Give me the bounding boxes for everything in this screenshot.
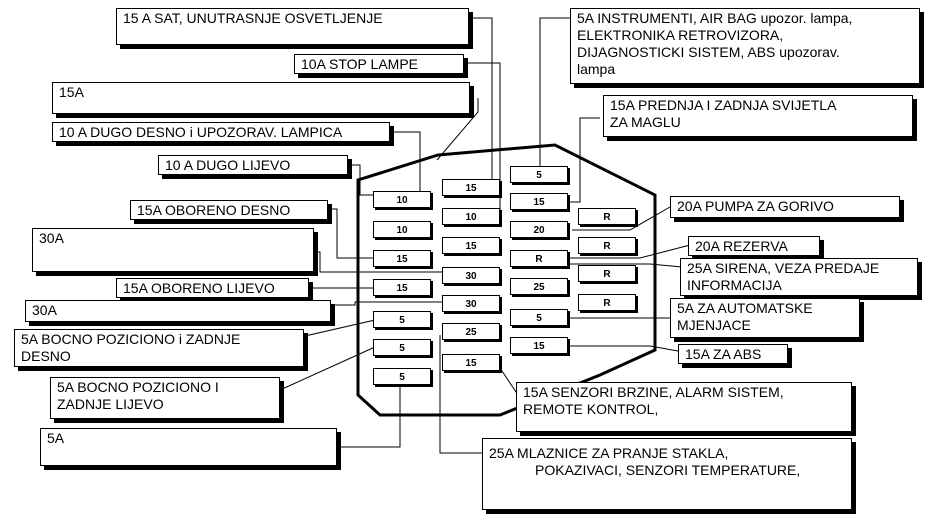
label-abs: 15A ZA ABS: [678, 344, 788, 364]
fuse-f3: 15: [373, 250, 431, 267]
relay-r4: R: [578, 294, 636, 311]
label-oboreno-desno: 15A OBORENO DESNO: [130, 200, 328, 220]
label-stop: 10A STOP LAMPE: [294, 54, 464, 74]
fuse-f8: 15: [442, 179, 500, 196]
fuse-f1: 10: [373, 191, 431, 208]
label-senzori: 15A SENZORI BRZINE, ALARM SISTEM,REMOTE …: [516, 382, 852, 432]
label-dugo-lijevo: 10 A DUGO LIJEVO: [158, 155, 348, 175]
fuse-f18: R: [510, 250, 568, 267]
fuse-f15: 5: [510, 166, 568, 183]
fuse-f17: 20: [510, 221, 568, 238]
fuse-f16: 15: [510, 193, 568, 210]
label-sat: 15 A SAT, UNUTRASNJE OSVETLJENJE: [116, 8, 469, 45]
fuse-f6: 5: [373, 339, 431, 356]
fuse-f21: 15: [510, 337, 568, 354]
label-5a: 5A: [40, 428, 337, 466]
label-30a-1: 30A: [32, 228, 314, 272]
fuse-f19: 25: [510, 278, 568, 295]
label-magla: 15A PREDNJA I ZADNJA SVIJETLA ZA MAGLU: [603, 95, 913, 137]
label-mlaznice: 25A MLAZNICE ZA PRANJE STAKLA,POKAZIVACI…: [482, 438, 852, 510]
fuse-f2: 10: [373, 221, 431, 238]
label-bocno-lijevo: 5A BOCNO POZICIONO I ZADNJE LIJEVO: [50, 377, 280, 419]
fuse-f14: 15: [442, 354, 500, 371]
label-sirena: 25A SIRENA, VEZA PREDAJE INFORMACIJA: [680, 258, 918, 296]
label-rezerva: 20A REZERVA: [688, 236, 820, 256]
relay-r3: R: [578, 265, 636, 282]
fuse-f20: 5: [510, 309, 568, 326]
fuse-f13: 25: [442, 323, 500, 340]
fuse-f10: 15: [442, 237, 500, 254]
fuse-f5: 5: [373, 311, 431, 328]
relay-r1: R: [578, 208, 636, 225]
label-15a: 15A: [52, 82, 470, 114]
fuse-f4: 15: [373, 279, 431, 296]
label-30a-2: 30A: [25, 300, 331, 322]
label-instrumenti: 5A INSTRUMENTI, AIR BAG upozor. lampa, E…: [570, 8, 920, 84]
label-oboreno-lijevo: 15A OBORENO LIJEVO: [116, 278, 309, 298]
label-bocno-desno: 5A BOCNO POZICIONO i ZADNJE DESNO: [14, 329, 304, 367]
relay-r2: R: [578, 237, 636, 254]
fuse-f11: 30: [442, 267, 500, 284]
label-dugo-desno: 10 A DUGO DESNO i UPOZORAV. LAMPICA: [52, 122, 390, 142]
label-automatske: 5A ZA AUTOMATSKE MJENJACE: [670, 298, 860, 338]
fuse-f12: 30: [442, 295, 500, 312]
label-pumpa: 20A PUMPA ZA GORIVO: [670, 196, 900, 218]
fuse-f9: 10: [442, 208, 500, 225]
fuse-f7: 5: [373, 368, 431, 385]
